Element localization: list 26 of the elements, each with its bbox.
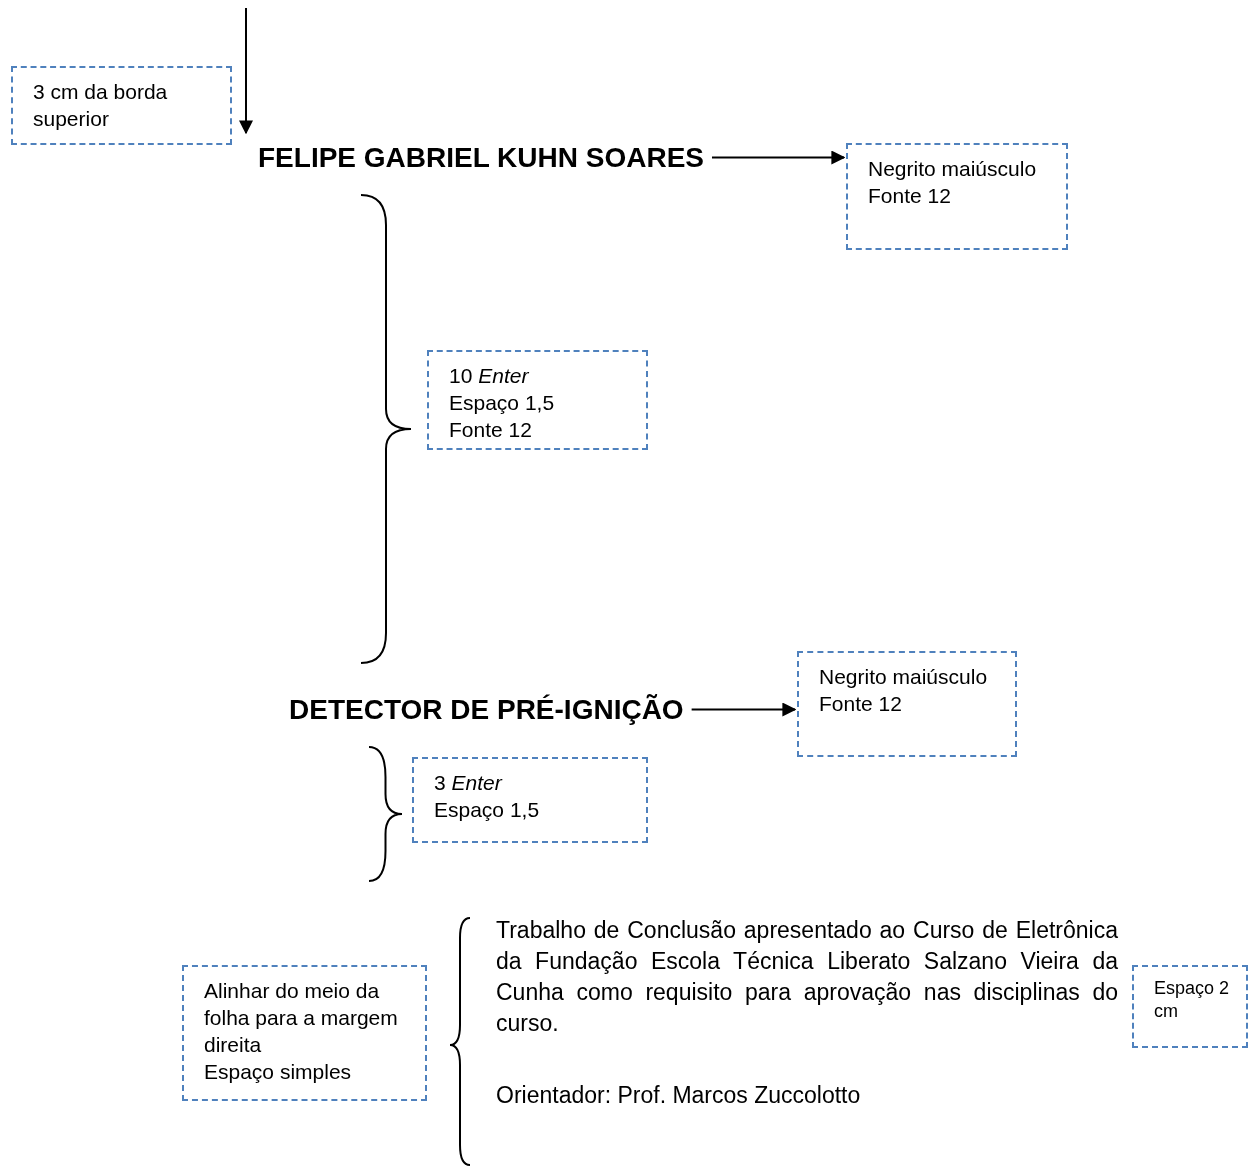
note-text: Fonte 12 (449, 417, 533, 443)
title-text: FELIPE GABRIEL KUHN SOARES (258, 142, 704, 173)
note-text: Negrito maiúsculo (819, 664, 989, 690)
paragraph-text: Trabalho de Conclusão apresentado ao Curso de Eletrônica da Fundação Escola Técnica Liberato Salzano Vieira da Cunha como requisito para aprovação nas disciplinas do curso. (496, 916, 1118, 1038)
note-text: 10 Enter (449, 363, 530, 389)
note-text: 3 Enter (434, 770, 504, 796)
note-box (846, 143, 1068, 250)
note-box (182, 965, 427, 1101)
arrow (690, 702, 797, 717)
note-box (797, 651, 1017, 757)
note-text: Fonte 12 (868, 183, 952, 209)
note-box (1132, 965, 1248, 1048)
note-text: Espaço simples (204, 1059, 353, 1085)
note-text: Espaço 1,5 (449, 390, 556, 416)
advisor-text: Orientador: Prof. Marcos Zuccolotto (496, 1081, 862, 1110)
note-box (427, 350, 648, 450)
title-text: DETECTOR DE PRÉ-IGNIÇÃO (289, 694, 684, 725)
note-text: Alinhar do meio da folha para a margem direita (204, 978, 399, 1058)
arrow (711, 150, 846, 165)
note-text: Espaço 1,5 (434, 797, 541, 823)
note-text: 3 cm da borda superior (33, 79, 169, 132)
note-text: Fonte 12 (819, 691, 903, 717)
note-text: Espaço 2 cm (1154, 977, 1231, 1023)
note-box (11, 66, 232, 145)
note-text: Negrito maiúsculo (868, 156, 1038, 182)
note-box (412, 757, 648, 843)
